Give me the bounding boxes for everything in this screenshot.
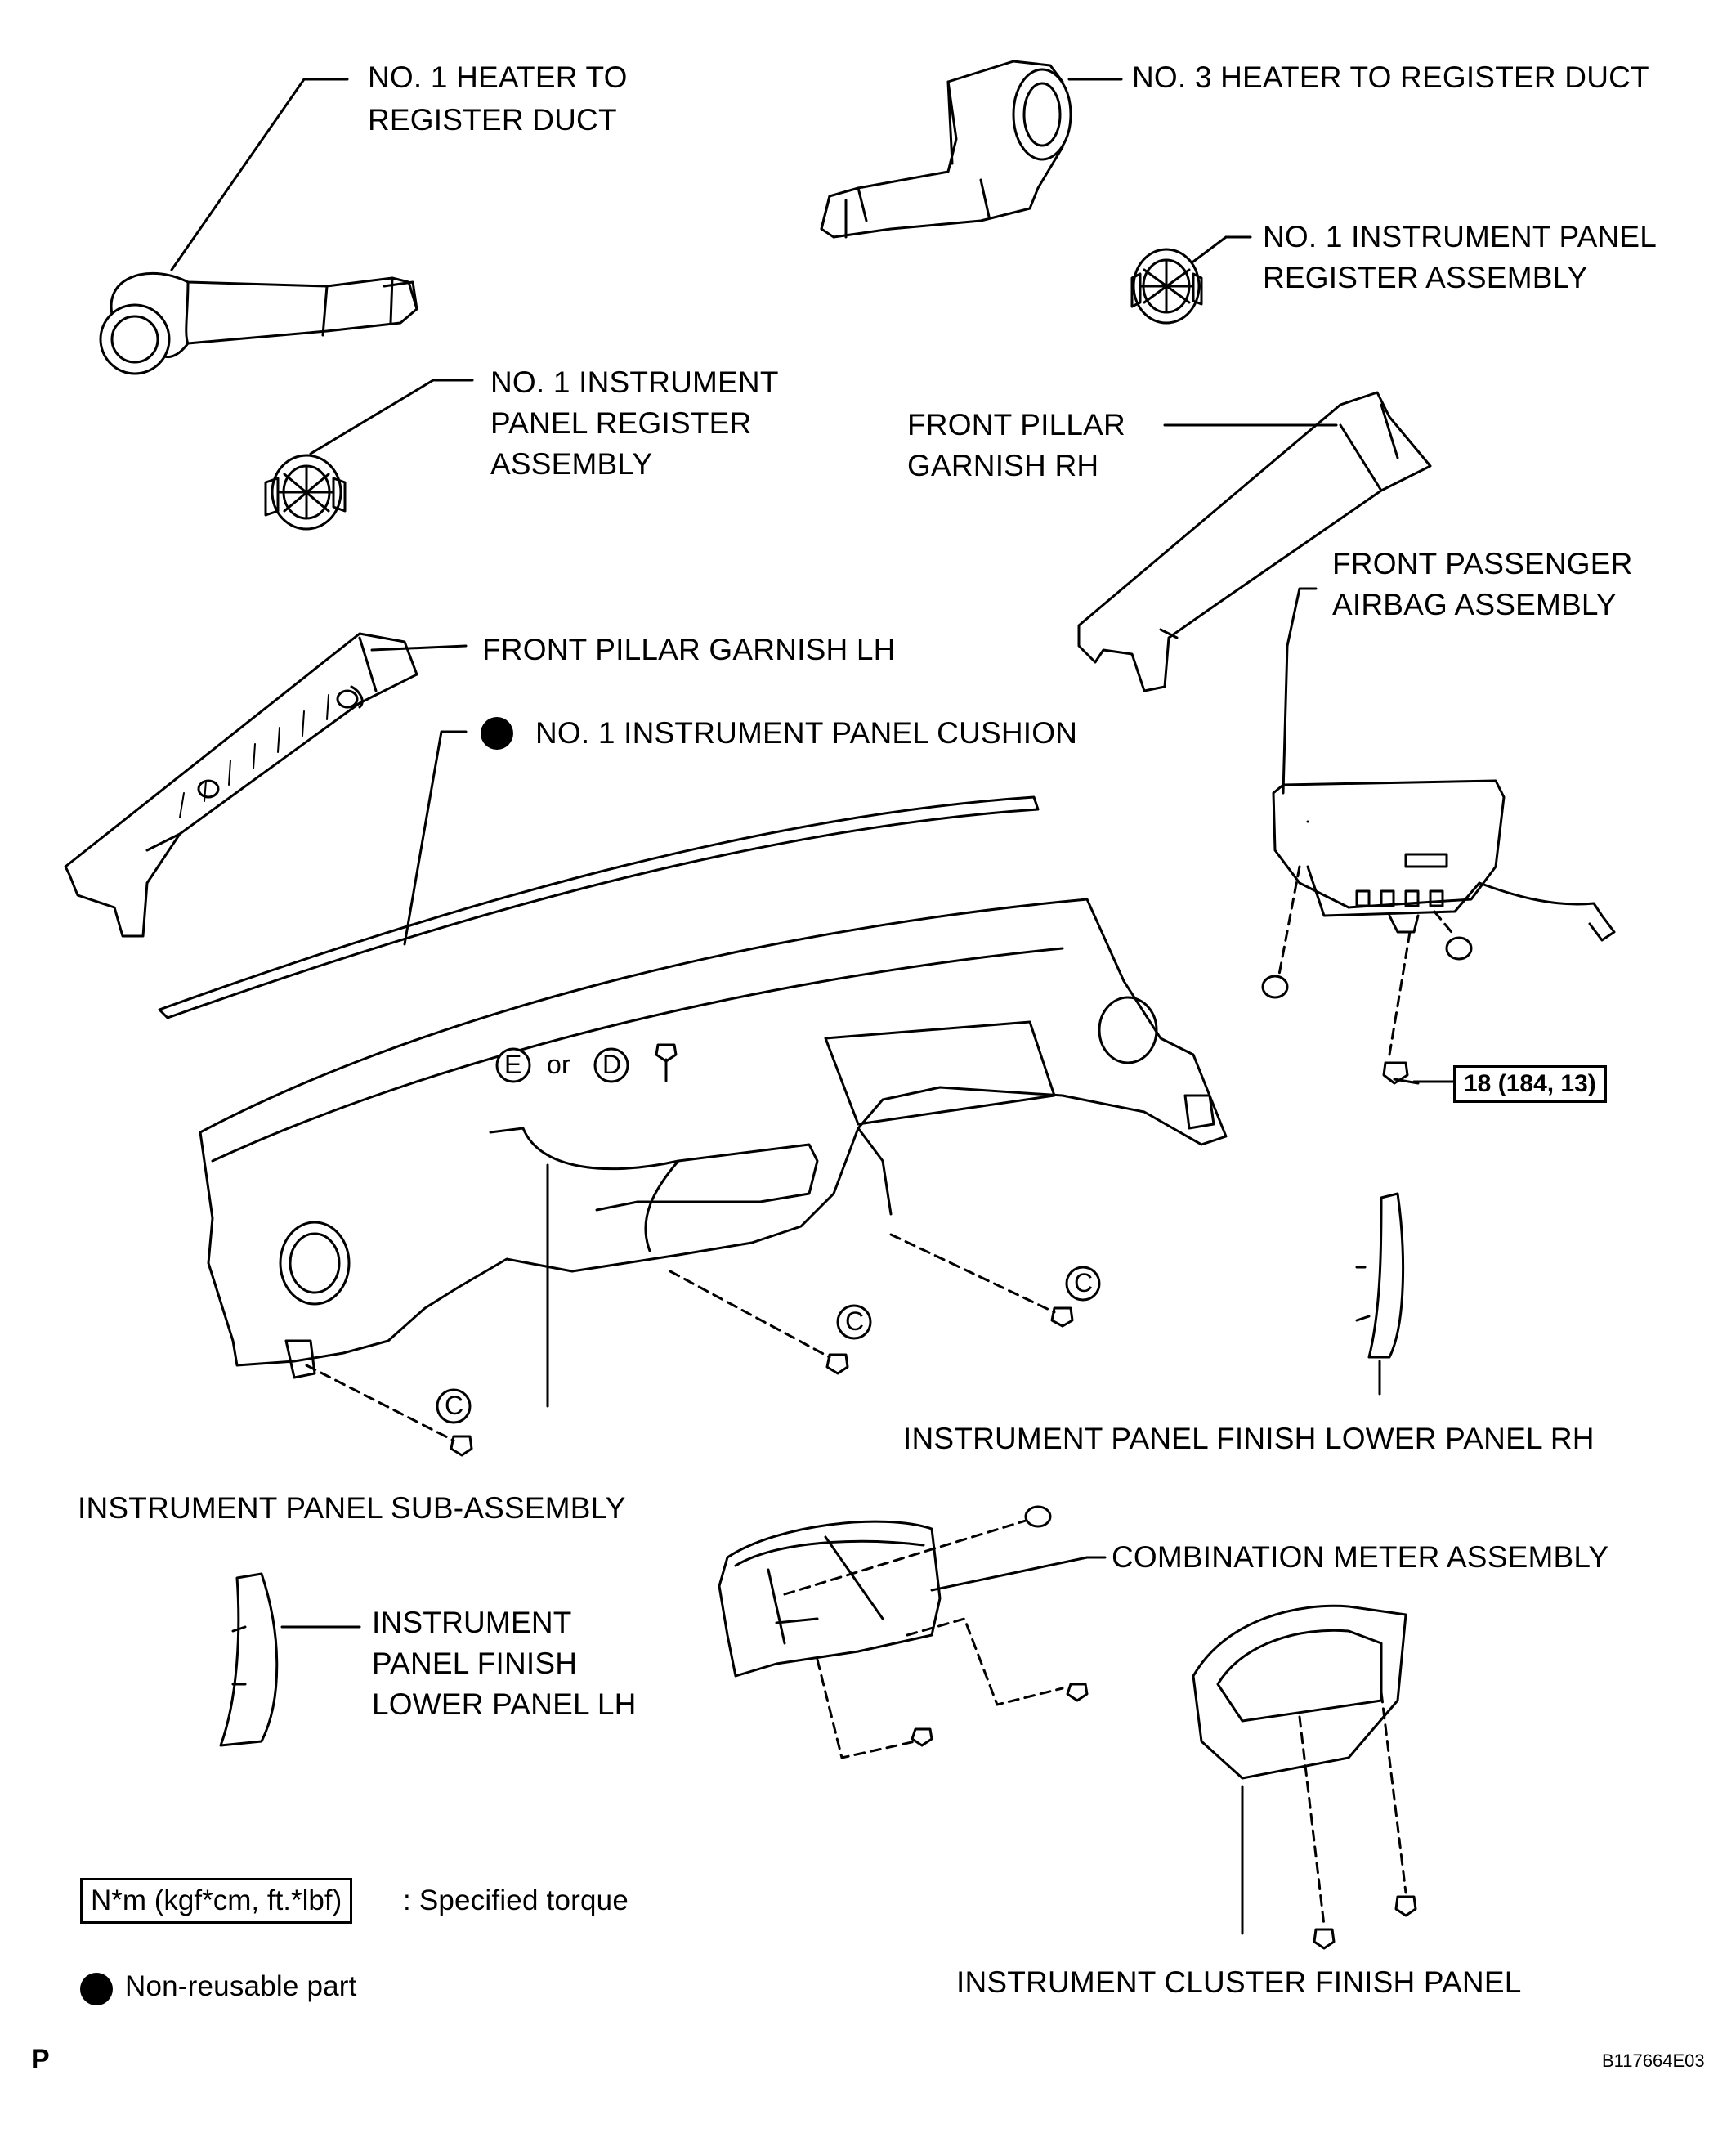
- label-heater-duct-1-line1: NO. 1 HEATER TO: [368, 60, 628, 94]
- marker-c-2: C: [845, 1306, 865, 1336]
- airbag-part: [1261, 779, 1616, 999]
- marker-or: or: [547, 1050, 570, 1079]
- label-finish-lower-lh-line1: INSTRUMENT: [372, 1606, 572, 1639]
- fastener-c-1: [1050, 1266, 1101, 1328]
- pillar-lh-part: [64, 632, 418, 938]
- label-register-lh-line2: PANEL REGISTER: [490, 406, 752, 440]
- instrument-panel-part: [199, 898, 1228, 1379]
- label-pillar-rh-line1: FRONT PILLAR: [907, 408, 1125, 441]
- label-cluster-finish: INSTRUMENT CLUSTER FINISH PANEL: [956, 1965, 1522, 1999]
- marker-d: D: [602, 1050, 622, 1079]
- label-meter: COMBINATION METER ASSEMBLY: [1112, 1540, 1609, 1574]
- ed-screw: [655, 1043, 678, 1082]
- label-finish-lower-rh: INSTRUMENT PANEL FINISH LOWER PANEL RH: [903, 1422, 1595, 1455]
- marker-c-3: C: [445, 1391, 464, 1420]
- label-register-lh-line3: ASSEMBLY: [490, 447, 653, 481]
- label-finish-lower-lh-line2: PANEL FINISH: [372, 1647, 578, 1680]
- torque-value-box: 18 (184, 13): [1453, 1065, 1607, 1103]
- marker-e: E: [504, 1050, 522, 1079]
- legend-torque-text: : Specified torque: [403, 1884, 629, 1916]
- marker-c-1: C: [1074, 1268, 1094, 1297]
- cushion-part: [158, 795, 1040, 1019]
- legend-nonreusable-text: Non-reusable part: [125, 1970, 357, 2002]
- label-register-rh-line2: REGISTER ASSEMBLY: [1263, 261, 1588, 294]
- register-rh-part: [1130, 248, 1203, 325]
- meter-part: [718, 1505, 1089, 1747]
- label-register-lh-line1: NO. 1 INSTRUMENT: [490, 365, 779, 399]
- heater-duct-3-part: [820, 60, 1072, 239]
- nonreusable-marker-cushion: [481, 717, 513, 750]
- fastener-c-3: [436, 1388, 473, 1457]
- figure-code: B117664E03: [1602, 2050, 1705, 2071]
- label-airbag-line1: FRONT PASSENGER: [1332, 547, 1633, 580]
- label-airbag-line2: AIRBAG ASSEMBLY: [1332, 588, 1617, 621]
- label-cushion: NO. 1 INSTRUMENT PANEL CUSHION: [535, 716, 1078, 750]
- label-heater-duct-1-line2: REGISTER DUCT: [368, 103, 617, 137]
- label-pillar-lh: FRONT PILLAR GARNISH LH: [482, 633, 896, 666]
- label-pillar-rh-line2: GARNISH RH: [907, 449, 1099, 482]
- fastener-c-2: [825, 1304, 872, 1375]
- label-register-rh-line1: NO. 1 INSTRUMENT PANEL: [1263, 220, 1658, 253]
- legend-nonreusable-dot: [80, 1973, 113, 2005]
- heater-duct-1-part: [99, 271, 418, 375]
- register-lh-part: [264, 454, 347, 531]
- label-finish-lower-lh-line3: LOWER PANEL LH: [372, 1687, 637, 1721]
- finish-lower-rh-part: [1355, 1192, 1405, 1359]
- finish-lower-lh-part: [219, 1572, 279, 1747]
- pillar-rh-part: [1077, 391, 1432, 692]
- label-heater-duct-3: NO. 3 HEATER TO REGISTER DUCT: [1132, 60, 1649, 94]
- label-panel-sub: INSTRUMENT PANEL SUB-ASSEMBLY: [78, 1491, 626, 1525]
- page-letter: P: [31, 2044, 50, 2075]
- cluster-finish-part: [1192, 1604, 1417, 1950]
- airbag-bolt: [1382, 1061, 1420, 1085]
- legend-torque-unit-box: N*m (kgf*cm, ft.*lbf): [80, 1878, 353, 1924]
